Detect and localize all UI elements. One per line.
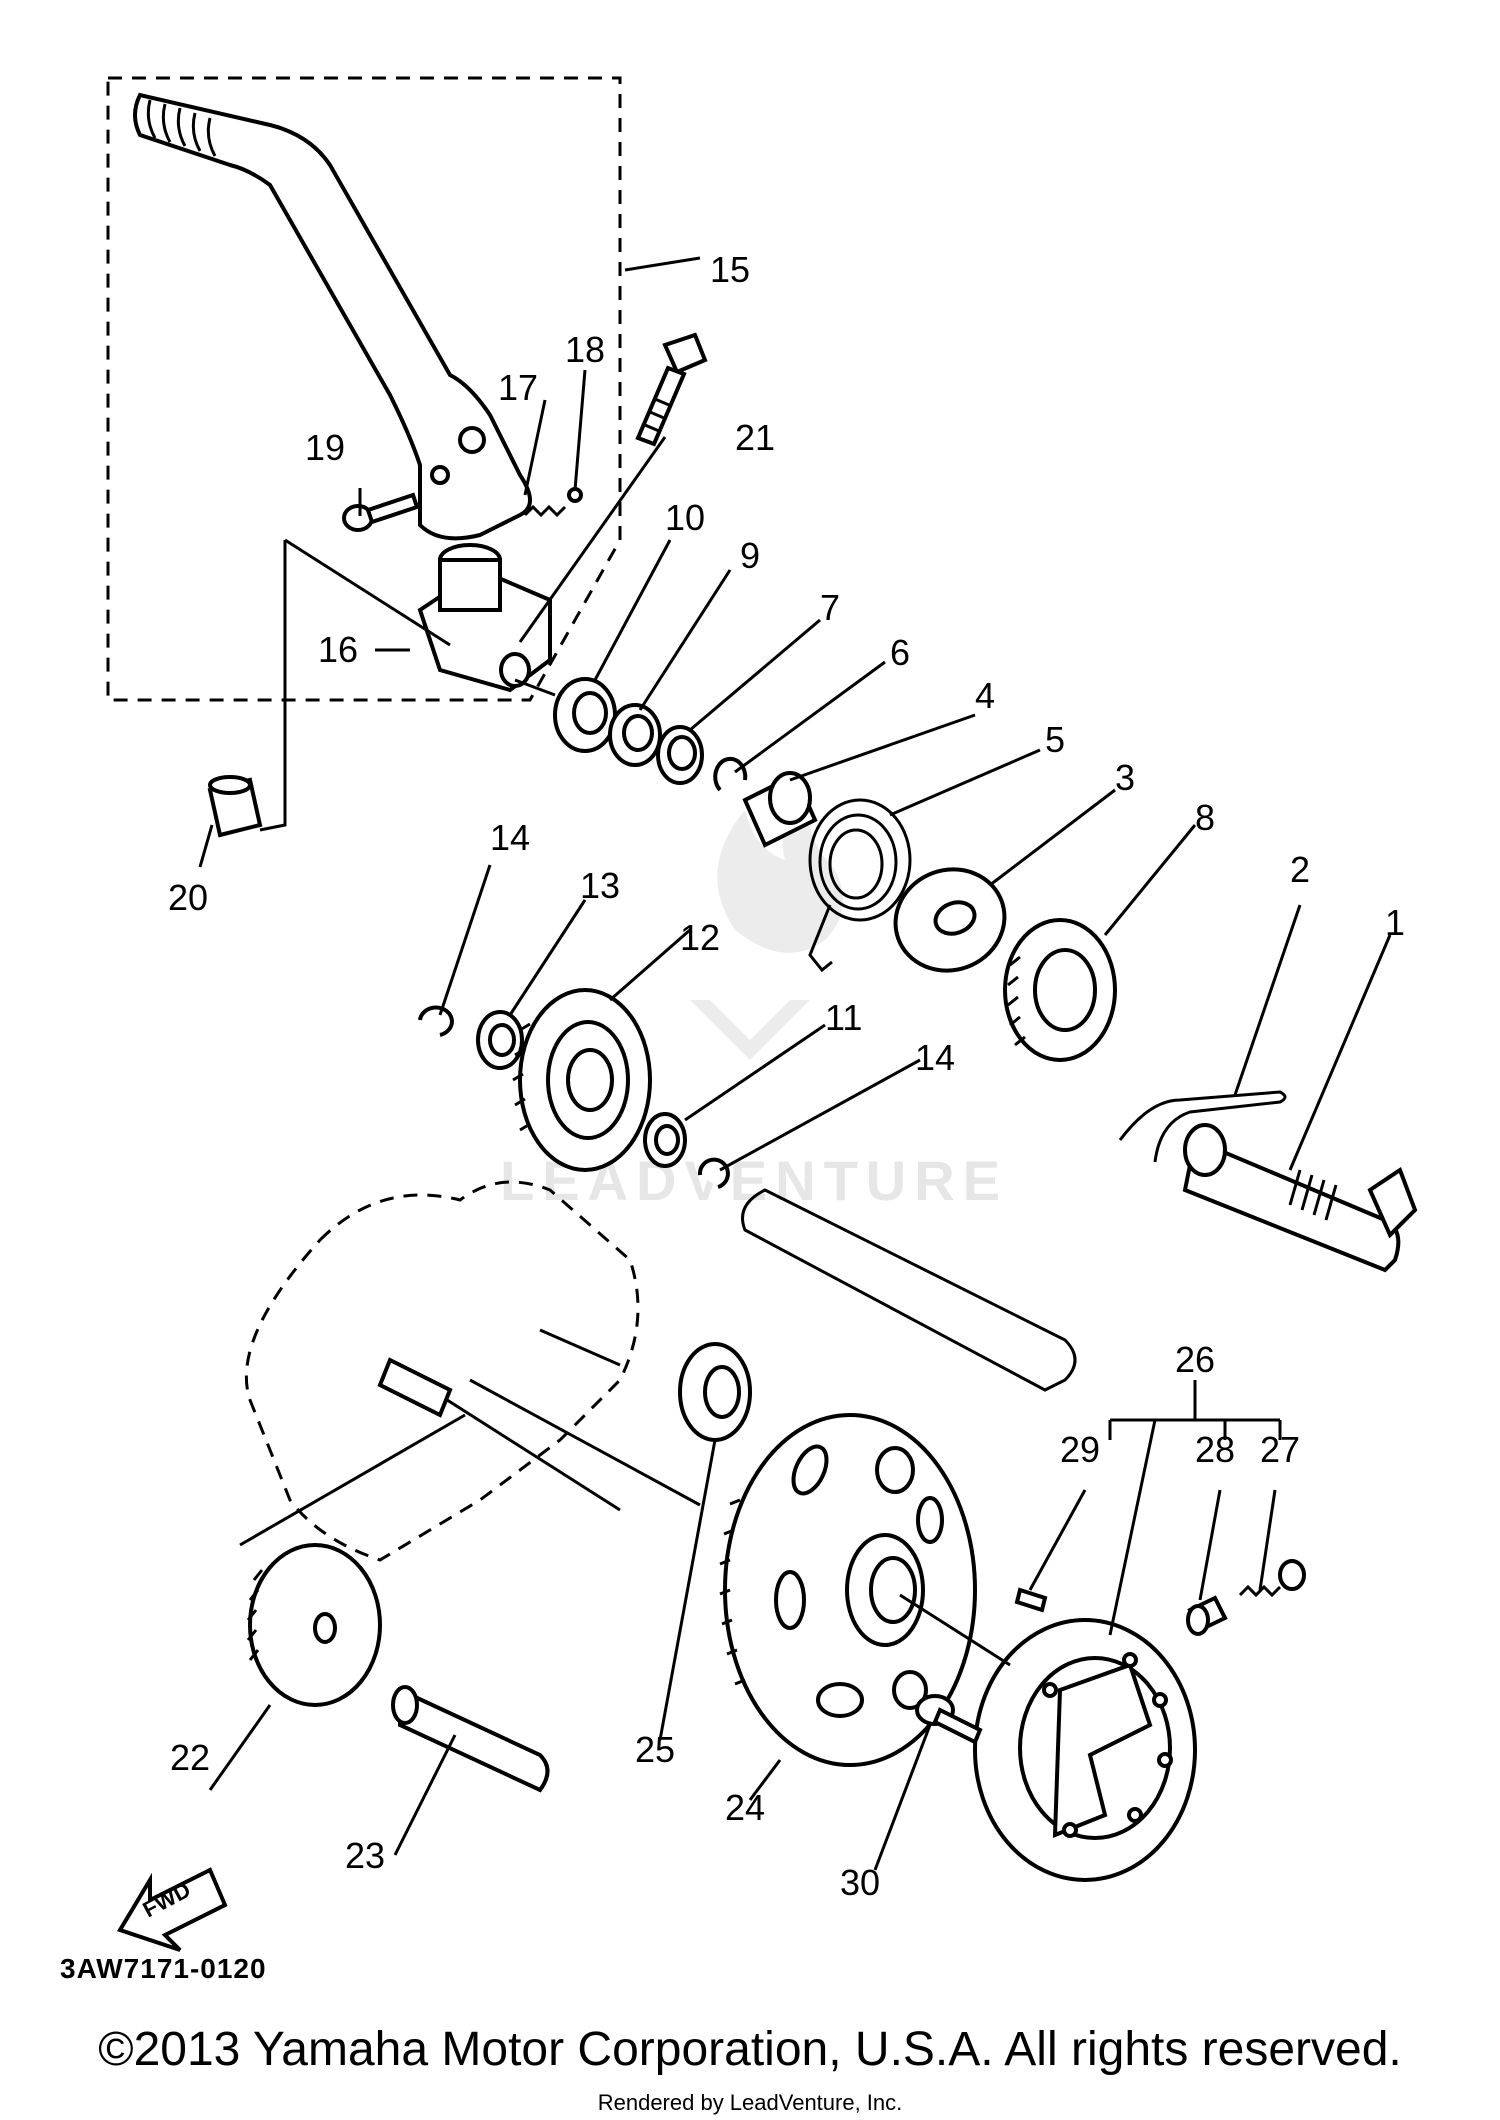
- kick-lever: [133, 92, 532, 541]
- callout-14a: 14: [490, 817, 530, 858]
- torsion-spring-5: [808, 798, 912, 973]
- callout-18: 18: [565, 329, 605, 370]
- washer-7: [656, 725, 704, 785]
- spring-27-cap: [1278, 1559, 1306, 1591]
- washer-9: [608, 703, 662, 767]
- rendered-by-credit: Rendered by LeadVenture, Inc.: [597, 2090, 903, 2115]
- fwd-arrow-icon: FWD: [117, 1867, 228, 1952]
- callout-26: 26: [1175, 1339, 1215, 1380]
- transmission-shaft: [741, 1188, 1077, 1392]
- collar-20: [207, 775, 263, 838]
- callout-13: 13: [580, 865, 620, 906]
- ratchet-gear-8: [1003, 918, 1117, 1062]
- plunger-28: [1186, 1595, 1228, 1636]
- circlip-14a: [418, 1005, 454, 1037]
- kick-crank-assembly-box: [106, 76, 622, 702]
- callout-1: 1: [1385, 902, 1405, 943]
- crankcase-outline: [244, 1180, 640, 1562]
- callout-14b: 14: [915, 1037, 955, 1078]
- callout-16: 16: [318, 629, 358, 670]
- callout-5: 5: [1045, 719, 1065, 760]
- bolt-30: [915, 1694, 983, 1745]
- clip-2: [1118, 1090, 1287, 1163]
- washer-13: [476, 1010, 524, 1070]
- leader-lines: [198, 256, 1392, 1871]
- copyright-notice: ©2013 Yamaha Motor Corporation, U.S.A. A…: [98, 2023, 1402, 2076]
- ball-18: [567, 487, 583, 503]
- starter-clutch-26: [973, 1618, 1197, 1882]
- gear-22: [246, 1543, 382, 1707]
- callout-8: 8: [1195, 797, 1215, 838]
- kick-boss-16: [417, 543, 552, 693]
- callout-22: 22: [170, 1737, 210, 1778]
- callout-19: 19: [305, 427, 345, 468]
- circlip-6: [713, 756, 748, 792]
- callout-15: 15: [710, 249, 750, 290]
- washer-11: [643, 1112, 687, 1168]
- circlip-14b: [697, 1157, 730, 1189]
- primary-gear-24: [719, 1413, 977, 1767]
- callout-29: 29: [1060, 1429, 1100, 1470]
- spring-cover-3: [893, 867, 1007, 973]
- callout-24: 24: [725, 1787, 765, 1828]
- callout-11: 11: [825, 997, 862, 1038]
- callout-9: 9: [740, 535, 760, 576]
- callout-6: 6: [890, 632, 910, 673]
- bearing-10: [553, 677, 617, 753]
- callout-10: 10: [665, 497, 705, 538]
- callout-2: 2: [1290, 849, 1310, 890]
- callout-labels: 15 18 17 21 19 10 9 7 16 6 4 5 3 8 14 2 …: [168, 249, 1405, 1903]
- collar-4: [742, 771, 818, 848]
- callout-12: 12: [680, 917, 720, 958]
- callout-30: 30: [840, 1862, 880, 1903]
- bolt-19: [342, 492, 420, 532]
- callout-20: 20: [168, 877, 208, 918]
- callout-27: 27: [1260, 1429, 1300, 1470]
- callout-25: 25: [635, 1729, 675, 1770]
- spring-27: [1238, 1584, 1282, 1598]
- callout-28: 28: [1195, 1429, 1235, 1470]
- diagram-code: 3AW7171-0120: [60, 1953, 267, 1984]
- callout-17: 17: [498, 367, 538, 408]
- callout-23: 23: [345, 1835, 385, 1876]
- idler-gear-12: [512, 988, 652, 1172]
- bolt-21: [635, 332, 708, 447]
- callout-21: 21: [735, 417, 775, 458]
- washer-25: [678, 1342, 752, 1442]
- kick-shaft-1: [1182, 1123, 1418, 1273]
- callout-4: 4: [975, 675, 995, 716]
- shaft-23: [391, 1685, 550, 1793]
- callout-3: 3: [1115, 757, 1135, 798]
- roller-29: [1014, 1587, 1048, 1613]
- callout-7: 7: [820, 587, 840, 628]
- spring-17: [523, 504, 567, 518]
